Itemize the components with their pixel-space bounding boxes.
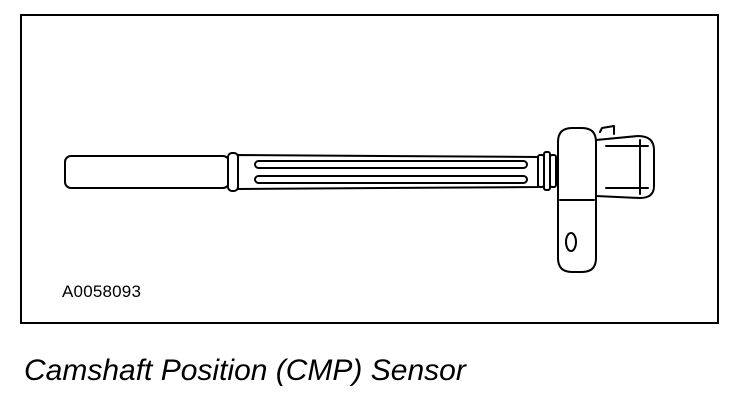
flange-bolt-hole [565, 232, 577, 252]
neck-rib-3 [549, 154, 557, 188]
body-slot-lower [254, 175, 528, 184]
sensor-collar [227, 152, 239, 192]
figure-reference-id: A0058093 [62, 282, 142, 301]
figure-caption: Camshaft Position (CMP) Sensor [24, 354, 466, 387]
body-slot-upper [254, 160, 528, 169]
sensor-tip [64, 155, 230, 189]
figure-frame [20, 14, 719, 324]
